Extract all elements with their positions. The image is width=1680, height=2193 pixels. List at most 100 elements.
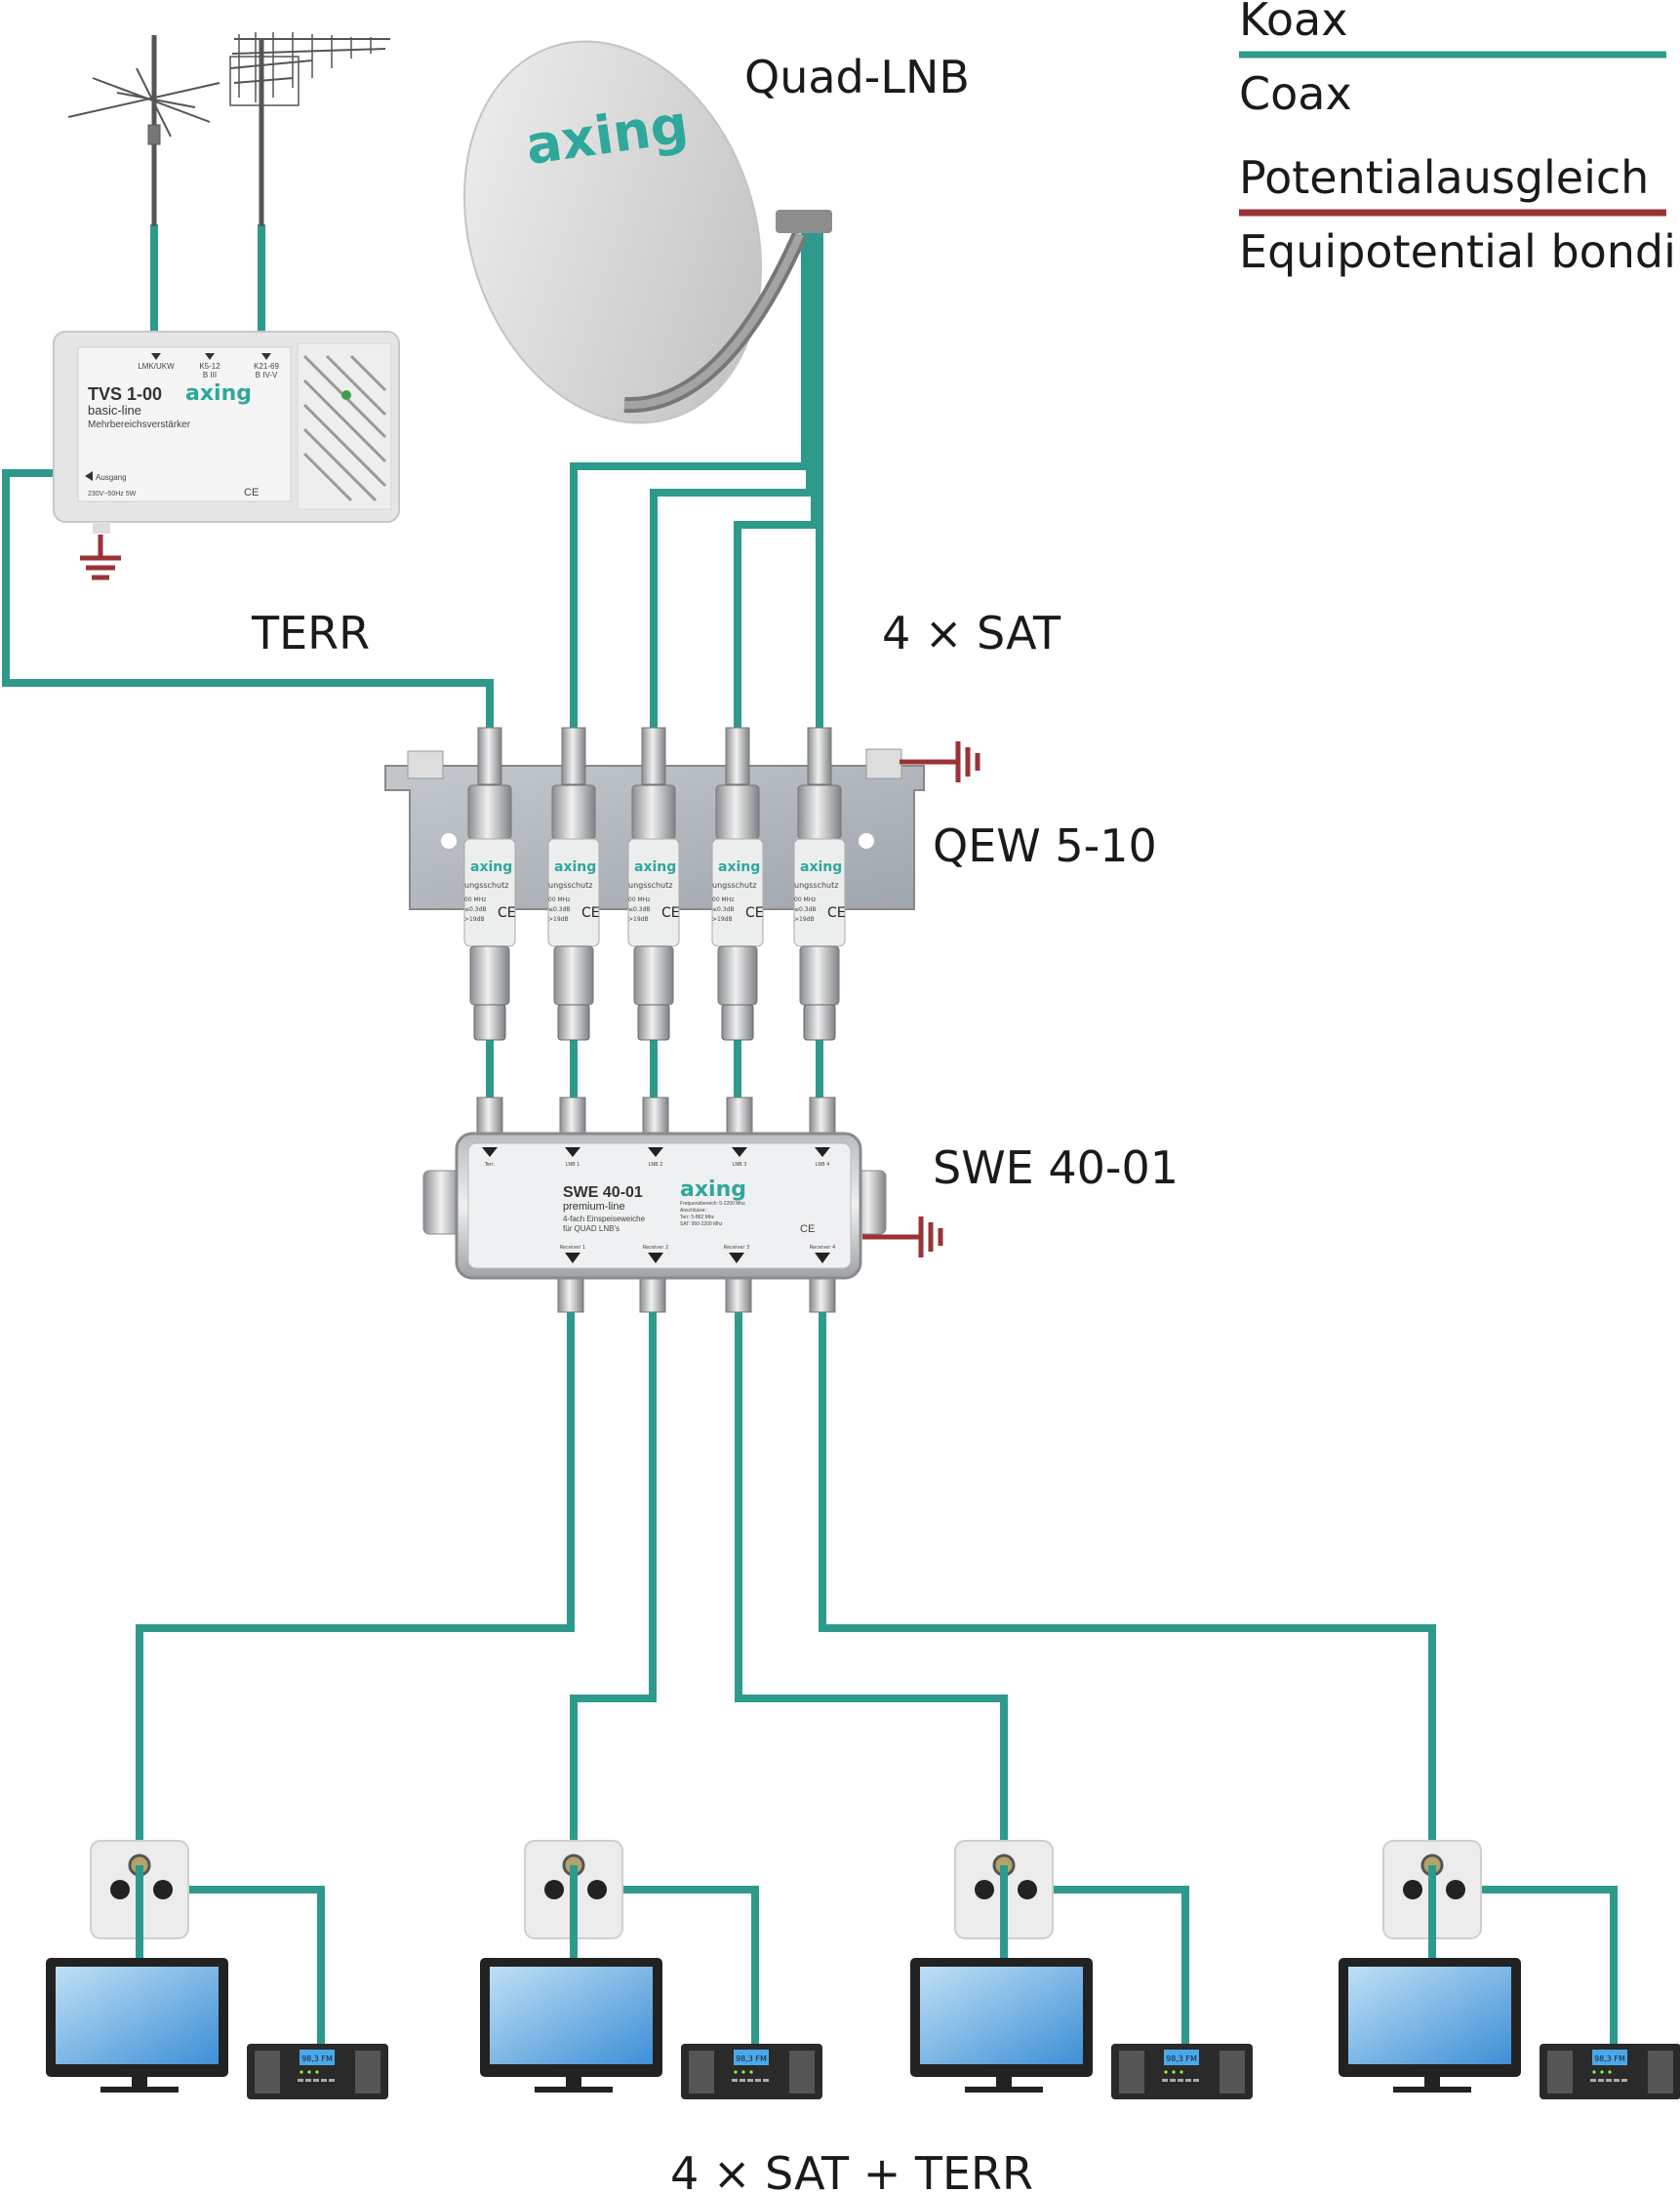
protector-logo: axing	[470, 859, 512, 875]
input-arrow-icon	[482, 1147, 498, 1157]
protector-spec-3: >19dB	[548, 916, 569, 923]
label-quad-lnb: Quad-LNB	[744, 51, 970, 103]
legend-bonding-de: Potentialausgleich	[1239, 151, 1649, 204]
protector-text: ungsschutz	[712, 881, 756, 890]
amp-input-2: K5-12	[199, 362, 220, 371]
amp-ce: CE	[244, 487, 259, 498]
f-connector-icon	[807, 727, 832, 785]
endpoint-4: 98,3 FM	[1339, 1840, 1680, 2099]
swe-input-label: LNB 3	[733, 1162, 747, 1168]
f-connector-icon	[725, 727, 750, 785]
protector-logo: axing	[800, 859, 842, 875]
amp-input-3: K21-69	[254, 362, 279, 371]
swe-input-connector-4	[726, 1096, 753, 1137]
amp-input-3-band: B IV-V	[256, 371, 278, 379]
cable-radio	[1028, 1886, 1189, 2049]
tv-icon	[1339, 1958, 1521, 2093]
input-arrow-icon	[565, 1147, 580, 1157]
protector-text: ungsschutz	[464, 881, 508, 890]
protector-spec-1: 00 MHz	[628, 897, 650, 903]
swe-line: premium-line	[563, 1201, 625, 1213]
protector-spec-1: 00 MHz	[548, 897, 570, 903]
swe-input-label: Terr.	[484, 1162, 496, 1168]
swe-output-label: Receiver 1	[560, 1245, 585, 1251]
power-led-icon	[341, 390, 351, 400]
input-arrow-icon	[732, 1147, 747, 1157]
swe-spec-2: Anschlüsse:	[680, 1208, 706, 1214]
protector-logo: axing	[718, 859, 760, 875]
input-arrow-icon	[648, 1147, 663, 1157]
amp-power: 230V~50Hz 5W	[88, 491, 137, 498]
radio-display: 98,3 FM	[1594, 2054, 1625, 2063]
protector-spec-1: 00 MHz	[712, 897, 734, 903]
protector-spec-1: 00 MHz	[464, 897, 486, 903]
protector-ce: CE	[498, 905, 516, 921]
amp-type: Mehrbereichsverstärker	[88, 419, 191, 430]
swe-spec-4: SAT: 950-2200 Mhz	[680, 1221, 723, 1227]
endpoint-1: 98,3 FM	[46, 1840, 388, 2099]
coax-cables	[2, 224, 1436, 1849]
cable-radio	[598, 1886, 759, 2049]
cable-sat-1	[570, 224, 809, 732]
cable-sat-3	[734, 224, 819, 732]
swe-output-connector-3	[725, 1272, 752, 1313]
swe-spec-1: Frequenzbereich: 5-2200 Mhz	[680, 1201, 745, 1207]
swe-output-connector-1	[557, 1272, 584, 1313]
f-connector-icon	[477, 727, 502, 785]
cable-out-4	[819, 1307, 1436, 1849]
protector-spec-3: >19dB	[628, 916, 649, 923]
swe-model: SWE 40-01	[563, 1184, 643, 1201]
radio-display: 98,3 FM	[736, 2054, 767, 2063]
swe-output-connector-2	[639, 1272, 666, 1313]
protector-label	[463, 838, 516, 947]
label-terr: TERR	[251, 607, 370, 659]
output-arrow-icon	[648, 1253, 663, 1263]
output-arrow-icon	[565, 1253, 580, 1263]
protector-text: ungsschutz	[794, 881, 838, 890]
cable-out-2	[570, 1307, 657, 1849]
radio-display: 98,3 FM	[1166, 2054, 1197, 2063]
f-connector-icon	[561, 727, 586, 785]
protector-spec-1: 00 MHz	[794, 897, 816, 903]
ground-symbol-qew	[900, 741, 980, 782]
protector-spec-2: ≤0.3dB	[794, 906, 817, 913]
swe-logo: axing	[680, 1177, 746, 1202]
swe-ce: CE	[800, 1223, 815, 1235]
legend-coax-en: Coax	[1239, 67, 1352, 120]
protector-label	[793, 838, 846, 947]
protector-spec-2: ≤0.3dB	[628, 906, 651, 913]
receiver-endpoints: 98,3 FM 98,3 FM 98,3 FM 98,3 FM	[46, 1840, 1680, 2099]
output-arrow-icon	[729, 1253, 744, 1263]
protector-ce: CE	[827, 905, 846, 921]
protector-label	[711, 838, 764, 947]
protector-logo: axing	[554, 859, 596, 875]
cable-out-3	[735, 1307, 1008, 1849]
protector-spec-3: >19dB	[712, 916, 733, 923]
swe-output-label: Receiver 4	[810, 1245, 835, 1251]
label-swe: SWE 40-01	[933, 1141, 1179, 1194]
swe-input-label: LNB 4	[816, 1162, 830, 1168]
swe-input-connector-2	[559, 1096, 586, 1137]
protector-label	[547, 838, 600, 947]
swe-spec-3: Terr: 5-862 Mhz	[680, 1215, 715, 1220]
cable-terr	[2, 469, 494, 732]
swe-output-label: Receiver 3	[724, 1245, 749, 1251]
vhf-antenna-icon	[67, 35, 220, 226]
legend-coax-de: Koax	[1239, 0, 1347, 46]
input-arrow-icon	[815, 1147, 830, 1157]
tv-icon	[46, 1958, 228, 2093]
swe-input-label: LNB 2	[649, 1162, 663, 1168]
tv-icon	[480, 1958, 662, 2093]
protector-label	[627, 838, 680, 947]
swe-output-label: Receiver 2	[643, 1245, 668, 1251]
protector-text: ungsschutz	[628, 881, 672, 890]
amp-logo: axing	[185, 381, 252, 406]
uhf-yagi-antenna-icon	[229, 32, 390, 226]
f-connector-icon	[641, 727, 666, 785]
quad-lnb-icon	[776, 210, 832, 233]
